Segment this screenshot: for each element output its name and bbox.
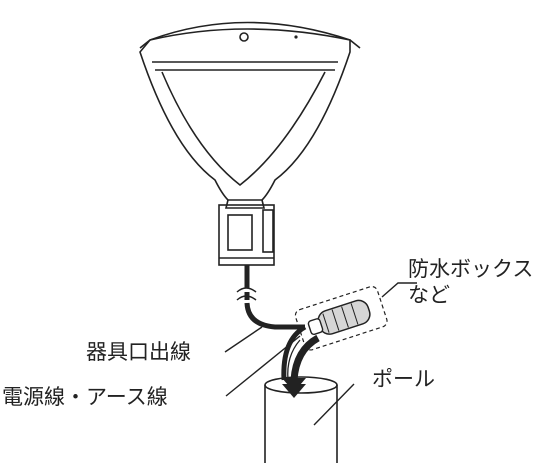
pole [264,376,338,463]
fixture-mount-body [218,204,275,266]
luminaire-head [139,21,361,209]
label-waterproof-box-etc: など [408,283,450,307]
leader-lines [224,282,417,426]
label-waterproof-box: 防水ボックス [408,257,533,281]
label-power-ground-wire: 電源線・アース線 [2,385,168,409]
label-pole: ポール [372,367,435,391]
fixture-output-wire-cable [236,265,305,330]
label-fixture-output-wire: 器具口出線 [86,340,191,364]
